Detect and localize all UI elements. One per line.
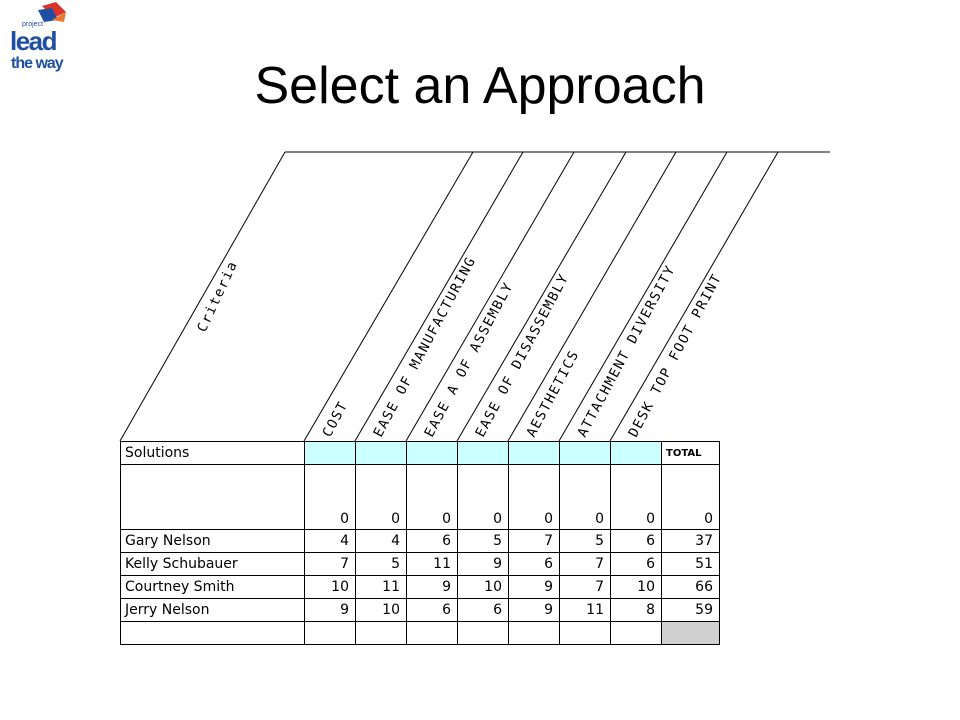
criteria-header-cell: [610, 441, 662, 465]
score-cell: 6: [508, 552, 560, 576]
weight-cell: 0: [406, 464, 458, 530]
weight-cell: 0: [304, 464, 356, 530]
score-cell: 7: [508, 529, 560, 553]
criteria-divider-line: [303, 151, 474, 442]
criteria-divider-line: [405, 151, 575, 442]
solution-name: Gary Nelson: [120, 529, 305, 553]
weight-cell: 0: [610, 464, 662, 530]
total-cell: 51: [661, 552, 720, 576]
solution-name: Kelly Schubauer: [120, 552, 305, 576]
criteria-header-cell: [457, 441, 509, 465]
weight-cell: 0: [355, 464, 407, 530]
empty-cell: [355, 621, 407, 645]
criteria-label: DESK TOP FOOT PRINT: [625, 271, 725, 440]
score-cell: 6: [457, 598, 509, 622]
criteria-divider-line: [456, 151, 627, 442]
criteria-header-cell: [355, 441, 407, 465]
score-cell: 5: [355, 552, 407, 576]
empty-cell: [508, 621, 560, 645]
score-cell: 6: [406, 529, 458, 553]
criteria-divider-lines: [119, 151, 830, 442]
criteria-label: AESTHETICS: [523, 347, 582, 440]
score-cell: 5: [457, 529, 509, 553]
empty-cell: [457, 621, 509, 645]
score-cell: 10: [610, 575, 662, 599]
criteria-divider-line: [507, 151, 677, 442]
weight-cell: 0: [661, 464, 720, 530]
score-cell: 10: [355, 598, 407, 622]
score-cell: 10: [457, 575, 509, 599]
weight-cell: 0: [508, 464, 560, 530]
criteria-label: EASE A OF ASSEMBLY: [421, 279, 516, 440]
criteria-label: COST: [319, 398, 351, 440]
score-cell: 7: [559, 575, 611, 599]
weights-label-cell: [120, 464, 305, 530]
empty-cell: [559, 621, 611, 645]
score-cell: 11: [559, 598, 611, 622]
criteria-divider-line: [609, 151, 779, 442]
criteria-header-cell: [508, 441, 560, 465]
score-cell: 11: [406, 552, 458, 576]
score-cell: 11: [355, 575, 407, 599]
criteria-header-cell: [559, 441, 611, 465]
score-cell: 10: [304, 575, 356, 599]
total-cell: 59: [661, 598, 720, 622]
total-header: TOTAL: [661, 441, 720, 465]
criteria-divider-line: [354, 151, 524, 442]
empty-cell: [120, 621, 305, 645]
score-cell: 8: [610, 598, 662, 622]
score-cell: 7: [559, 552, 611, 576]
weight-cell: 0: [559, 464, 611, 530]
logo-small-text: project: [22, 21, 43, 28]
score-cell: 6: [610, 552, 662, 576]
logo-arrow-icon: [38, 2, 66, 22]
criteria-label: EASE OF MANUFACTURING: [370, 254, 479, 440]
criteria-divider-line: [558, 151, 728, 442]
logo-line1: lead: [10, 26, 57, 56]
total-footer-cell: [661, 621, 720, 645]
score-cell: 5: [559, 529, 611, 553]
page-title: Select an Approach: [254, 57, 706, 115]
empty-cell: [304, 621, 356, 645]
score-cell: 6: [406, 598, 458, 622]
score-cell: 4: [304, 529, 356, 553]
score-cell: 6: [610, 529, 662, 553]
empty-row: [120, 621, 720, 645]
empty-cell: [610, 621, 662, 645]
table-header-row: Solutions TOTAL: [120, 441, 720, 465]
score-cell: 7: [304, 552, 356, 576]
score-cell: 9: [406, 575, 458, 599]
score-cell: 9: [457, 552, 509, 576]
score-cell: 4: [355, 529, 407, 553]
logo-line2: the way: [11, 55, 64, 72]
solution-name: Courtney Smith: [120, 575, 305, 599]
weight-cell: 0: [457, 464, 509, 530]
total-cell: 37: [661, 529, 720, 553]
total-cell: 66: [661, 575, 720, 599]
criteria-divider-line: [119, 151, 286, 442]
lead-the-way-logo: project lead the way: [10, 2, 66, 72]
score-cell: 9: [304, 598, 356, 622]
score-cell: 9: [508, 575, 560, 599]
criteria-header-cell: [406, 441, 458, 465]
solutions-header: Solutions: [120, 441, 305, 465]
criteria-header-cell: [304, 441, 356, 465]
solution-name: Jerry Nelson: [120, 598, 305, 622]
empty-cell: [406, 621, 458, 645]
score-cell: 9: [508, 598, 560, 622]
